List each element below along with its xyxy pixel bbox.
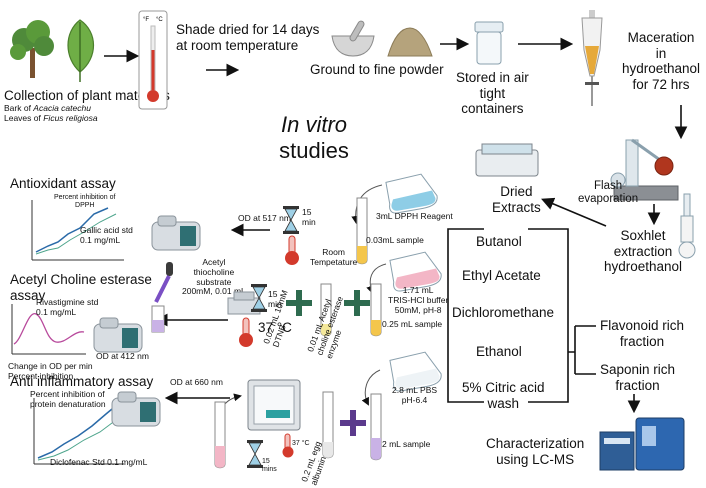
spectrophotometer-icon-1 [151,215,201,251]
step-flash: Flash evaporation [578,180,639,206]
ache-temp: 37 °C [258,320,292,335]
flask-pink-icon [389,251,442,292]
studies-title-invitro: In vitro [280,112,348,137]
antiinflam-sample: 2 mL sample [382,439,431,449]
antiinflam-std: Diclofenac Std 0.1 mg/mL [50,457,148,467]
leaf-icon [67,19,94,82]
solvent-bracket-left [447,228,484,403]
antioxidant-od: OD at 517 nm [238,213,291,223]
antiinflam-od: OD at 660 nm [170,377,223,387]
characterization: Characterization using LC-MS [486,436,585,467]
step-dried-extracts: Dried Extracts [492,184,541,215]
separatory-funnel-icon [581,10,603,106]
rotary-evaporator-icon [610,138,679,201]
ache-std: Rivastigmine std 0.1 mg/mL [36,297,99,317]
test-tube-yellow-1 [356,197,368,265]
solvent-butanol: Butanol [476,234,522,249]
mortar-pestle-icon [331,20,375,57]
container-jar-icon [474,21,504,65]
step-stored: Stored in air tight containers [456,70,529,117]
ache-chart [11,304,86,355]
fraction-saponin: Saponin rich fraction [600,362,676,393]
arrow-to-dried [541,197,607,227]
test-tube-pink [214,401,226,469]
step-soxhlet: Soxhlet extraction hydroethanol [604,228,683,275]
dropper-icon [151,262,173,333]
tree-icon [10,20,54,78]
antioxidant-chart [31,200,124,261]
flask-clear-icon [389,351,442,392]
antiinflam-chart-label: Percent inhibition of protein denaturati… [30,389,106,409]
incubator-icon [247,379,301,431]
collection-bark: Bark of Acacia catechu [4,103,91,113]
thermometer-icon: °F °C [138,10,168,110]
test-tube-dtnb [320,283,332,337]
studies-title: studies [279,138,349,163]
antioxidant-room-temp: Room Tempetature [310,247,358,267]
antioxidant-chart-label: Percent inhibition of DPPH [54,194,116,210]
step-maceration: Maceration in hydroethanol for 72 hrs [622,30,701,92]
test-tube-egg [322,391,334,459]
flask-blue-icon [385,173,438,214]
collection-leaves: Leaves of Ficus religiosa [4,113,98,123]
svg-text:°C: °C [156,17,163,23]
powder-icon [387,27,433,57]
antioxidant-title: Antioxidant assay [10,176,116,191]
step-ground: Ground to fine powder [310,62,444,77]
plant-illustration [10,19,94,82]
solvent-ethanol: Ethanol [476,344,522,359]
ache-thermometer-icon [239,317,253,347]
plus-icon-green-2 [344,290,370,316]
antioxidant-sample: 0.03mL sample [366,235,424,245]
solvent-dichloromethane: Dichloromethane [452,305,555,320]
antioxidant-timer: 15 min [302,207,316,227]
antiinflam-temp: 37 °C [292,440,310,447]
room-temp-thermometer-icon [285,235,299,265]
solvent-ethyl-acetate: Ethyl Acetate [462,268,541,283]
fraction-split [574,325,596,375]
ache-title: Acetyl Choline esterase assay [10,272,152,303]
antiinflam-title: Anti inflammatory assay [10,374,154,389]
test-tube-yellow-2 [370,283,382,337]
ache-tris: 1.71 mL TRIS-HCl buffer 50mM, pH-8 [388,285,449,315]
ache-change: Change in OD per min Percent inhibition [8,361,93,381]
antiinflam-pbs: 2.8 mL PBS pH-6.4 [392,385,438,405]
fraction-flavonoid: Flavonoid rich fraction [600,318,685,349]
antiinflam-chart [33,398,124,465]
hourglass-icon-2 [251,284,267,312]
ache-sample: 0.25 mL sample [382,319,443,329]
soxhlet-icon [678,193,696,259]
spectrophotometer-icon-3 [111,391,161,427]
ache-od: OD at 412 nm [96,351,149,361]
solvent-citric-acid: 5% Citric acid wash [462,380,545,411]
collection-title: Collection of plant materials [4,88,170,103]
hourglass-icon-3 [247,440,263,468]
hourglass-icon-1 [283,206,299,234]
ache-substrate: Acetyl thiocholine substrate 200mM, 0.01… [182,257,246,297]
arrow-antiinflam-curve [361,369,381,406]
water-bath-icon [475,143,539,177]
test-tube-purple [370,393,382,461]
plus-icon-purple [340,410,366,436]
antiinflam-thermometer-icon [282,433,294,458]
antioxidant-reagent: 3mL DPPH Reagent [376,211,453,221]
antioxidant-std: Gallic acid std 0.1 mg/mL [80,225,133,245]
plus-icon-green-1 [286,290,312,316]
ache-timer: 15 min [268,289,282,309]
step-shade-dried: Shade dried for 14 days at room temperat… [176,22,320,53]
svg-text:°F: °F [143,17,149,23]
spectrophotometer-icon-2 [93,317,143,353]
antiinflam-timer: 15 mins [262,458,277,474]
lc-ms-instrument-icon [599,417,685,471]
solvent-bracket-right [528,228,575,403]
